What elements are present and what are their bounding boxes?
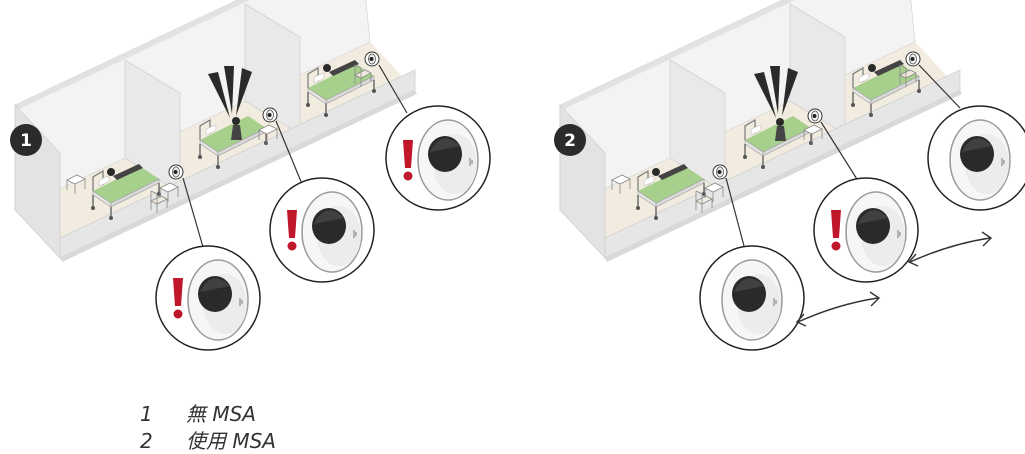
legend-number: 2 xyxy=(140,429,186,453)
camera-closeup xyxy=(928,106,1025,210)
legend-text: 使用 MSA xyxy=(186,425,276,454)
alert-icon xyxy=(403,140,413,181)
panel-badge-label: 2 xyxy=(564,131,576,151)
double-arrow-icon xyxy=(909,232,991,266)
panel-with-msa: 2 xyxy=(554,0,1025,350)
panel-badge-label: 1 xyxy=(20,131,32,151)
camera-closeup xyxy=(270,178,374,282)
camera-closeup xyxy=(700,246,804,350)
camera-icon xyxy=(169,165,183,179)
legend-item: 1 無 MSA xyxy=(140,398,540,425)
camera-closeup xyxy=(814,178,918,282)
legend-item: 2 使用 MSA xyxy=(140,425,540,452)
alert-icon xyxy=(831,210,841,251)
legend-number: 1 xyxy=(140,402,186,426)
camera-icon xyxy=(263,108,277,122)
panel-badge: 1 xyxy=(10,124,42,156)
camera-closeup xyxy=(386,106,490,210)
panel-badge: 2 xyxy=(554,124,586,156)
panel-without-msa: 1 xyxy=(10,0,490,350)
camera-icon xyxy=(906,52,920,66)
alert-icon xyxy=(287,210,297,251)
camera-icon xyxy=(365,52,379,66)
alert-icon xyxy=(173,278,183,319)
legend-text: 無 MSA xyxy=(186,398,256,427)
double-arrow-icon xyxy=(797,292,879,326)
camera-icon xyxy=(808,109,822,123)
camera-icon xyxy=(713,165,727,179)
legend: 1 無 MSA 2 使用 MSA xyxy=(140,398,540,452)
camera-closeup xyxy=(156,246,260,350)
